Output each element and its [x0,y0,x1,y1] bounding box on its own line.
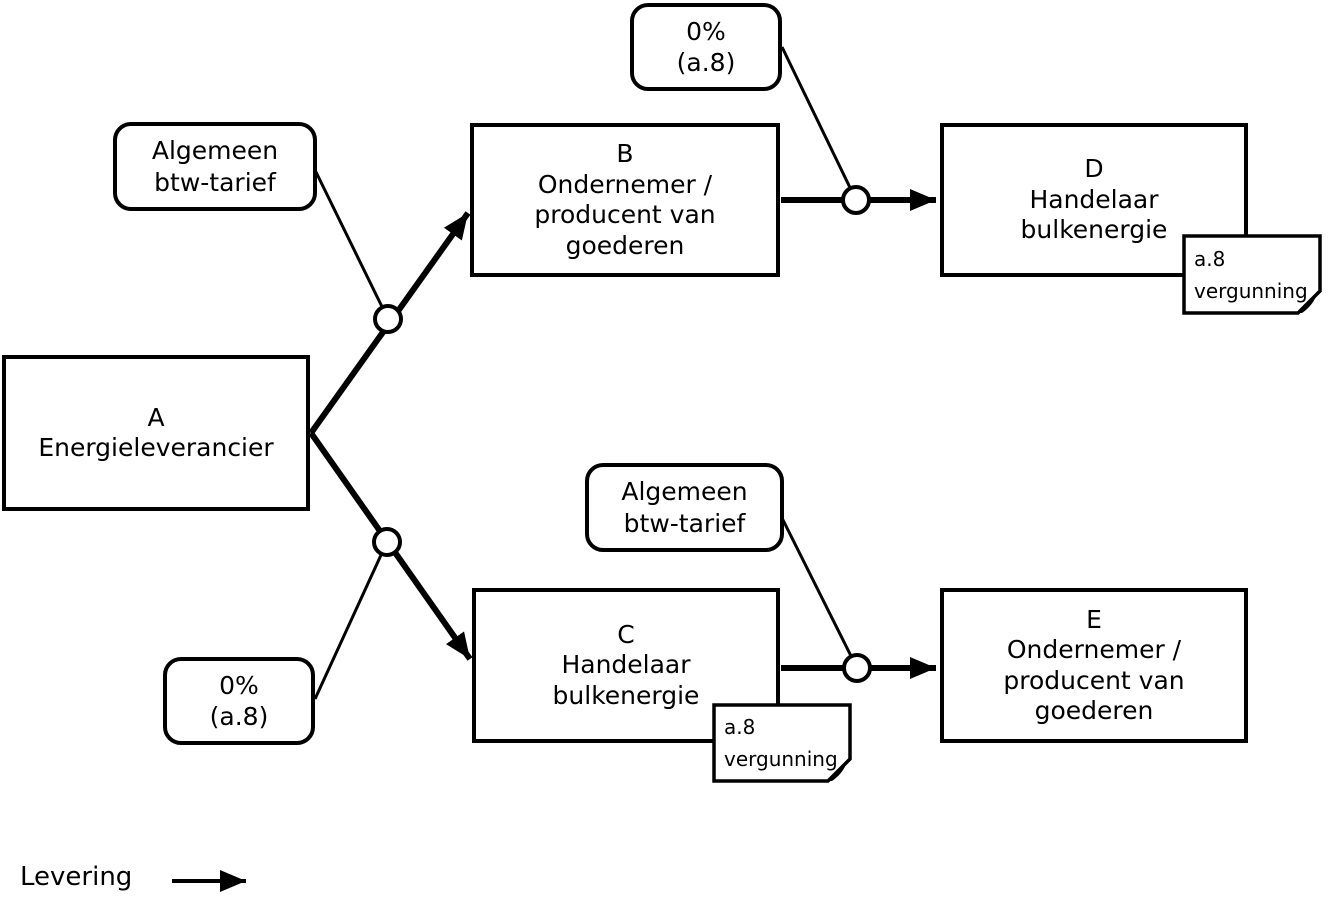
note-d-line2: vergunning [1194,279,1308,303]
junction-circle-a-b [373,304,403,334]
note-d-line1: a.8 [1194,247,1225,271]
legend-levering-label: Levering [20,862,133,892]
tariff-label-algemeen-btw-bottom: Algemeen btw-tarief [585,463,784,552]
note-a8-vergunning-c: a.8 vergunning [712,703,852,783]
note-c-line1: a.8 [724,715,755,739]
arrow-a-to-b [308,211,471,435]
node-b-ondernemer-producent: B Ondernemer / producent van goederen [470,123,780,277]
node-a-energieleverancier: A Energieleverancier [2,355,310,511]
tariff-label-zero-percent-bottom: 0% (a.8) [163,657,315,745]
connector-zero-top-to-circle [780,46,858,201]
tariff-label-algemeen-btw-top: Algemeen btw-tarief [113,122,317,211]
node-c-handelaar-bulkenergie: C Handelaar bulkenergie [472,588,780,743]
junction-circle-c-e [842,653,872,683]
connector-algemeen-top-to-circle [313,169,390,320]
connector-algemeen-bottom-to-circle [780,517,859,669]
junction-circle-a-c [372,527,402,557]
tariff-label-zero-percent-top: 0% (a.8) [630,3,782,91]
note-fold-icon [826,759,848,781]
junction-circle-b-d [841,185,871,215]
connector-zero-bottom-to-circle [313,541,389,700]
node-e-ondernemer-producent: E Ondernemer / producent van goederen [940,588,1248,743]
note-a8-vergunning-d: a.8 vergunning [1182,234,1322,315]
note-c-line2: vergunning [724,747,838,771]
note-fold-icon [1296,291,1318,313]
arrow-a-to-c [308,431,473,661]
